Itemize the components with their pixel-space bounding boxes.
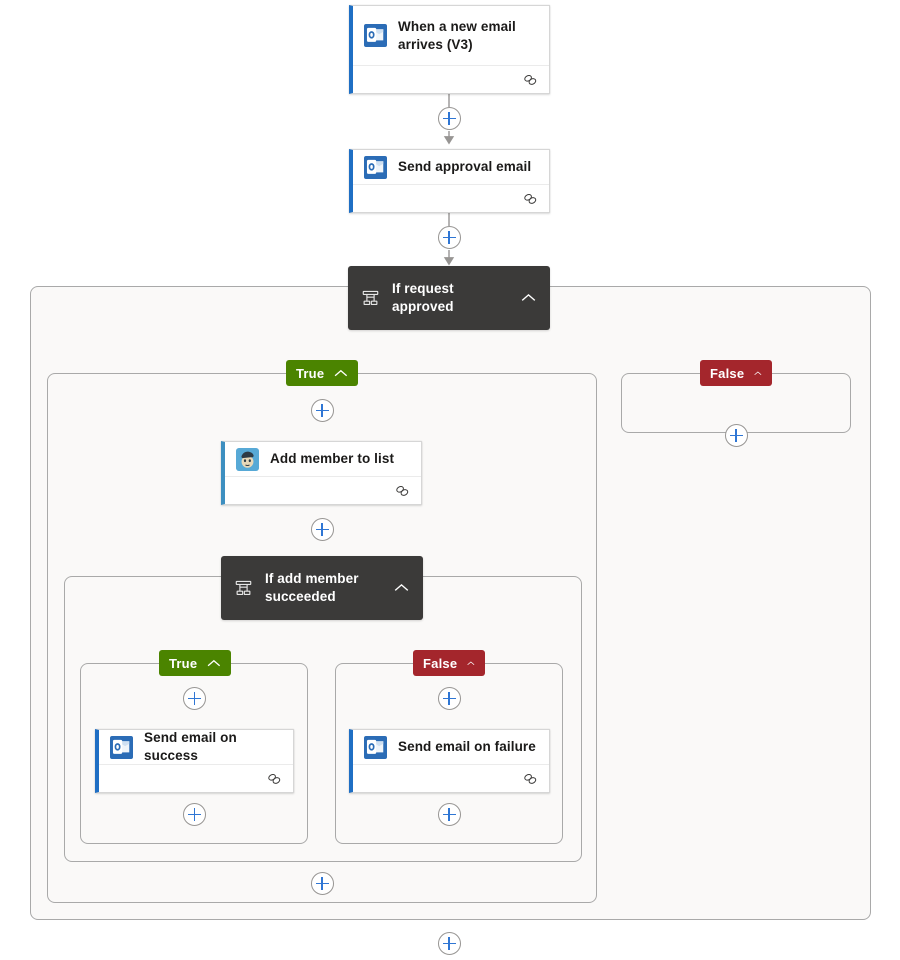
card-header: Send approval email [353,150,549,184]
branch-label: True [169,655,198,671]
link-chain-icon[interactable] [523,193,538,205]
link-chain-icon[interactable] [267,773,282,785]
condition-icon [235,580,252,595]
card-footer [99,764,293,792]
branch-pill-true-outer[interactable]: True [286,360,358,386]
card-footer [353,65,549,93]
add-step-after-condition[interactable] [437,932,461,955]
card-header: When a new email arrives (V3) [353,6,549,65]
card-footer [225,476,421,504]
card-title: Send email on failure [398,739,536,755]
add-step-after-send-email-on-success[interactable] [183,803,206,826]
condition-node-if-add-member-succeeded[interactable]: If add member succeeded [221,556,423,620]
card-title: Send email on success [144,730,237,763]
add-step-after-nested-condition[interactable] [310,872,334,895]
card-footer [353,764,549,792]
link-chain-icon[interactable] [395,485,410,497]
action-card-send-email-on-success[interactable]: Send email on success [95,729,294,793]
add-step-before-send-email-on-failure[interactable] [437,687,461,710]
outlook-icon [364,24,387,47]
card-title: Send approval email [398,159,532,175]
outlook-icon [110,735,133,759]
branch-pill-false-outer[interactable]: False [700,360,772,386]
branch-pill-false-nested[interactable]: False [413,650,485,676]
card-title: When a new email arrives (V3) [398,18,516,52]
condition-icon [362,290,379,305]
add-step-after-send-approval-email[interactable] [437,226,461,249]
action-card-send-approval-email[interactable]: Send approval email [349,149,550,213]
outlook-icon [364,155,387,179]
action-card-send-email-on-failure[interactable]: Send email on failure [349,729,550,793]
condition-node-if-request-approved[interactable]: If request approved [348,266,550,330]
card-header: Send email on success [99,730,293,764]
chevron-up-icon[interactable] [394,583,409,593]
branch-pill-true-nested[interactable]: True [159,650,231,676]
action-card-trigger[interactable]: When a new email arrives (V3) [349,5,550,94]
outlook-icon [364,735,387,759]
chevron-up-icon[interactable] [334,369,348,378]
card-header: Send email on failure [353,730,549,764]
chevron-up-icon[interactable] [754,369,762,378]
chevron-up-icon[interactable] [467,659,475,668]
action-card-add-member-to-list[interactable]: Add member to list [221,441,422,505]
link-chain-icon[interactable] [523,773,538,785]
add-step-before-send-email-on-success[interactable] [183,687,206,710]
branch-label: True [296,365,325,381]
card-title: Add member to list [270,451,395,467]
add-step-after-add-member[interactable] [310,518,334,541]
branch-label: False [423,655,458,671]
condition-title: If add member succeeded [265,570,359,604]
add-step-after-send-email-on-failure[interactable] [437,803,461,826]
condition-title: If request approved [392,280,454,314]
card-header: Add member to list [225,442,421,476]
branch-label: False [710,365,745,381]
card-footer [353,184,549,212]
mailchimp-icon [236,447,259,471]
add-step-before-add-member[interactable] [310,399,334,422]
add-step-after-trigger[interactable] [437,107,461,130]
chevron-up-icon[interactable] [207,659,221,668]
add-step-in-false-branch[interactable] [724,424,748,447]
chevron-up-icon[interactable] [521,293,536,303]
link-chain-icon[interactable] [523,74,538,86]
